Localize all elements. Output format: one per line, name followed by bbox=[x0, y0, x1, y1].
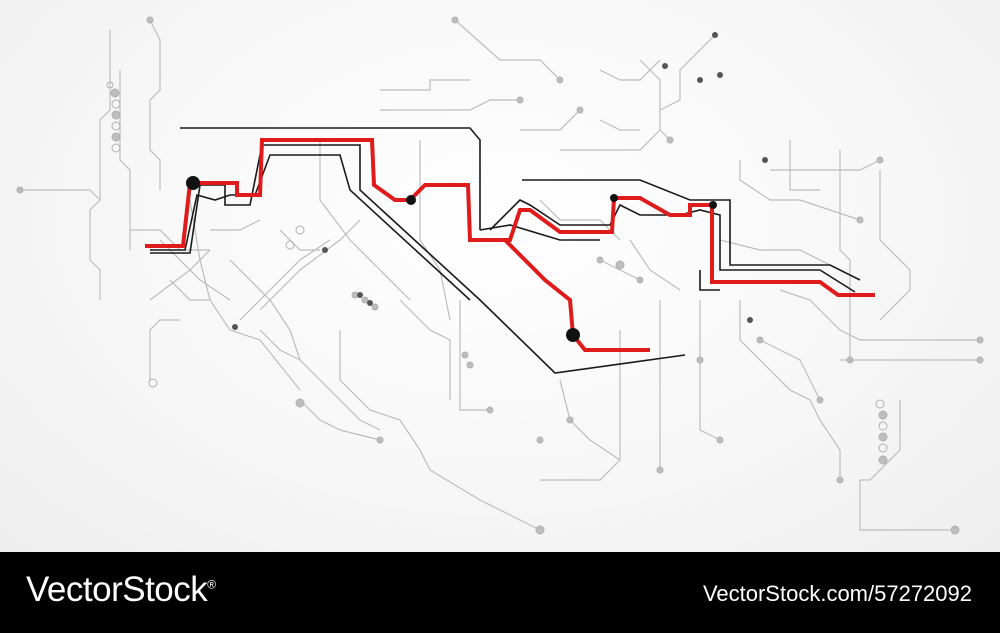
image-reference: VectorStock.com/57272092 bbox=[702, 581, 972, 606]
dark-small-nodes bbox=[232, 32, 768, 330]
brand-text: VectorStock bbox=[26, 570, 208, 609]
red-trace bbox=[145, 138, 875, 352]
watermark-footer: VectorStock® VectorStock.com/57272092 bbox=[0, 552, 1000, 633]
junction-dots bbox=[186, 176, 717, 342]
circuit-board-illustration bbox=[16, 16, 984, 535]
gray-nodes bbox=[16, 16, 984, 535]
registered-mark: ® bbox=[207, 577, 216, 592]
circuit-artwork bbox=[0, 0, 1000, 552]
black-traces bbox=[150, 127, 861, 374]
vectorstock-logo: VectorStock® bbox=[26, 570, 216, 610]
gray-traces bbox=[20, 19, 980, 531]
